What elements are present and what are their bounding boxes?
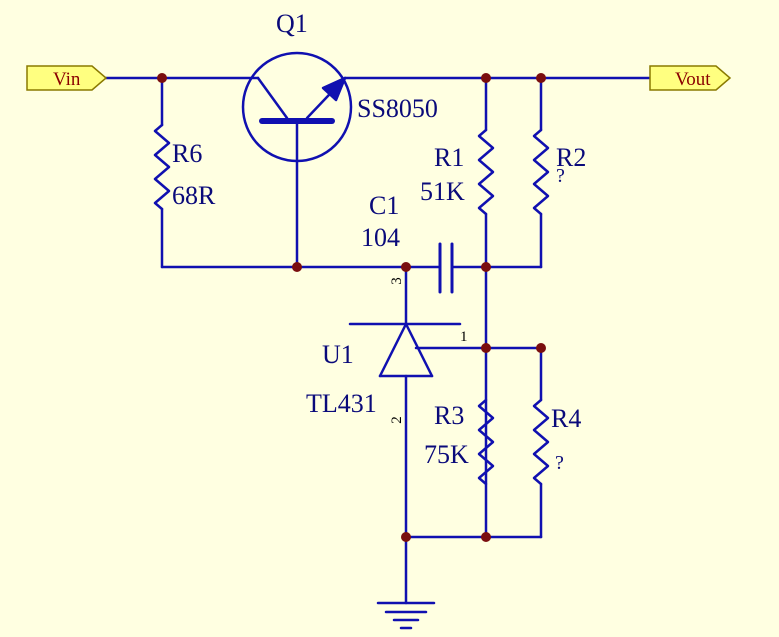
regulator-u1 (348, 265, 488, 539)
junction-dot (481, 262, 491, 272)
r3-ref: R3 (434, 401, 464, 430)
u1-pin-1: 1 (460, 329, 468, 345)
u1-pin-2: 2 (389, 416, 405, 424)
r1-value: 51K (420, 177, 465, 206)
junction-dot (157, 73, 167, 83)
q1-ref: Q1 (276, 9, 308, 38)
r4-ref: R4 (551, 404, 581, 433)
junction-dot (292, 262, 302, 272)
resistor-r6 (153, 76, 171, 269)
port-vin: Vin (26, 65, 108, 91)
r1-ref: R1 (434, 143, 464, 172)
r4-value: ? (555, 452, 564, 474)
u1-ref: U1 (322, 340, 354, 369)
r3-value: 75K (424, 440, 469, 469)
resistor-r4 (532, 346, 550, 539)
port-vout-label: Vout (675, 69, 711, 90)
junction-dot (536, 343, 546, 353)
junction-dot (401, 532, 411, 542)
q1-emitter-arrow (321, 76, 347, 102)
u1-pin-3: 3 (389, 277, 405, 285)
c1-value: 104 (361, 223, 400, 252)
q1-value: SS8050 (357, 94, 438, 123)
junction-dot (401, 262, 411, 272)
u1-value: TL431 (306, 389, 377, 418)
resistor-r3 (477, 398, 495, 486)
junctions (157, 73, 546, 542)
r2-value: ? (556, 165, 565, 187)
junction-dot (481, 343, 491, 353)
port-vin-label: Vin (53, 69, 81, 90)
r6-ref: R6 (172, 139, 202, 168)
c1-ref: C1 (369, 191, 399, 220)
r2-ref: R2 (556, 143, 586, 172)
resistor-r2 (532, 76, 550, 269)
ground-symbol (376, 535, 436, 630)
junction-dot (481, 73, 491, 83)
junction-dot (536, 73, 546, 83)
port-vout: Vout (649, 65, 732, 91)
r6-value: 68R (172, 181, 216, 210)
junction-dot (481, 532, 491, 542)
capacitor-c1 (438, 242, 454, 294)
